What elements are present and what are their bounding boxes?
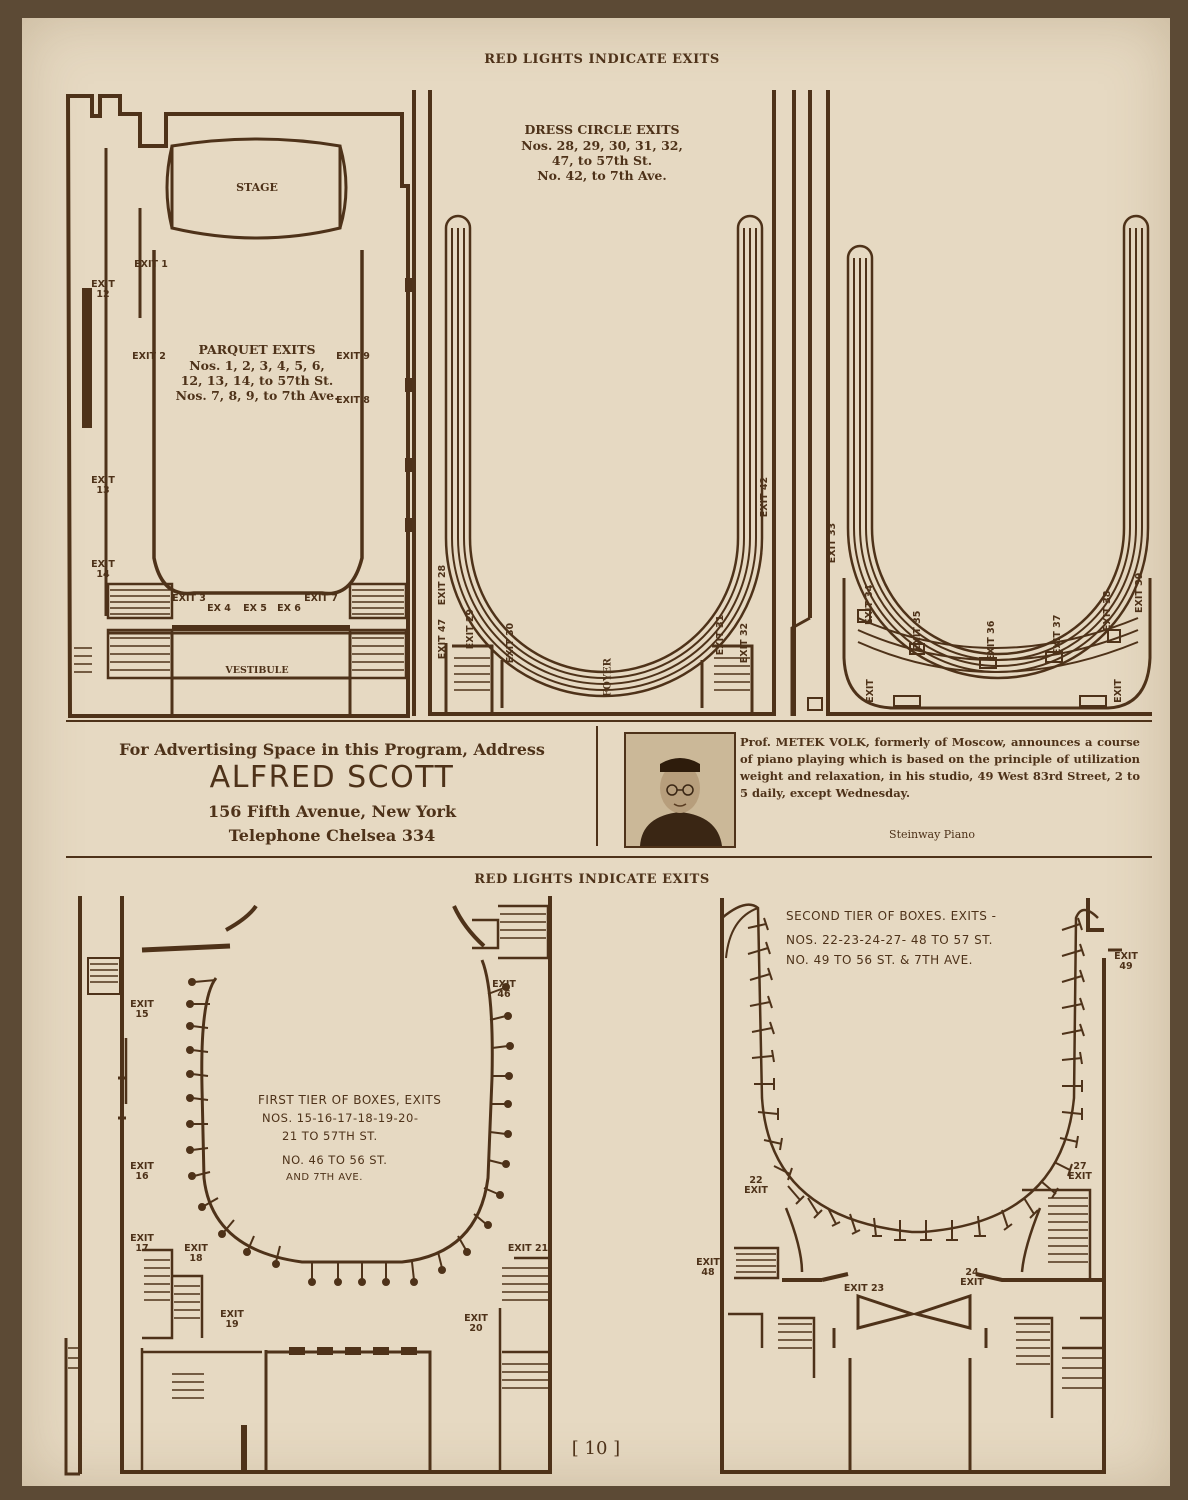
first-tier-exit-46: EXIT 46 — [492, 979, 516, 1000]
volk-ad-text: Prof. METEK VOLK, formerly of Moscow, an… — [740, 735, 1140, 800]
advertising-line1: For Advertising Space in this Program, A… — [119, 740, 545, 759]
second-tier-exit-24: 24 EXIT — [960, 1267, 984, 1288]
dress-circle-line1: Nos. 28, 29, 30, 31, 32, — [521, 138, 683, 153]
first-tier-exit-19: EXIT 19 — [220, 1309, 244, 1330]
dress-circle-line2: 47, to 57th St. — [551, 153, 653, 168]
second-tier-line3: NO. 49 TO 56 ST. & 7TH AVE. — [786, 953, 973, 967]
advertising-name: ALFRED SCOTT — [209, 760, 455, 795]
first-tier-floor-plan — [64, 896, 552, 1476]
first-tier-line3: 21 TO 57TH ST. — [282, 1129, 378, 1143]
balcony-floor-plan — [790, 90, 1152, 716]
second-tier-line1: SECOND TIER OF BOXES. EXITS - — [786, 909, 997, 923]
first-tier-exit-18: EXIT 18 — [184, 1243, 208, 1264]
first-tier-exit-20: EXIT 20 — [464, 1313, 488, 1334]
parquet-exit-7: EXIT 7 — [304, 593, 338, 604]
parquet-exit-8: EXIT 8 — [336, 395, 370, 406]
stage-label: STAGE — [236, 181, 278, 194]
parquet-exit-14: EXIT 14 — [91, 559, 115, 580]
advertising-phone: Telephone Chelsea 334 — [228, 826, 436, 845]
top-rule — [66, 720, 1152, 722]
volk-portrait — [624, 732, 736, 848]
first-tier-line5: AND 7TH AVE. — [286, 1172, 363, 1183]
dress-circle-floor-plan — [412, 90, 776, 716]
first-tier-line4: NO. 46 TO 56 ST. — [282, 1153, 388, 1167]
bottom-rule — [66, 856, 1152, 858]
second-tier-exit-49: EXIT 49 — [1114, 951, 1138, 972]
dress-circle-line3: No. 42, to 7th Ave. — [537, 168, 667, 183]
parquet-exit-3: EXIT 3 — [172, 593, 206, 604]
parquet-exit-2: EXIT 2 — [132, 351, 166, 362]
second-tier-exit-23: EXIT 23 — [843, 1283, 885, 1294]
volk-ad-piano: Steinway Piano — [889, 828, 975, 841]
dress-circle-title: DRESS CIRCLE EXITS — [524, 122, 680, 137]
first-tier-exit-16: EXIT 16 — [130, 1161, 154, 1182]
second-tier-exit-48: EXIT 48 — [696, 1257, 720, 1278]
parquet-exit-12: EXIT 12 — [91, 279, 115, 300]
parquet-exit-9: EXIT 9 — [336, 351, 370, 362]
ad-divider — [596, 726, 598, 846]
parquet-exit-5: EX 5 — [243, 603, 267, 614]
first-tier-exit-21: EXIT 21 — [507, 1243, 549, 1254]
advertising-address: 156 Fifth Avenue, New York — [207, 802, 457, 821]
parquet-exit-6: EX 6 — [277, 603, 301, 614]
first-tier-exit-17: EXIT 17 — [130, 1233, 154, 1254]
parquet-exit-4: EX 4 — [207, 603, 231, 614]
program-page: RED LIGHTS INDICATE EXITS — [22, 18, 1170, 1486]
first-tier-line2: NOS. 15-16-17-18-19-20- — [262, 1111, 419, 1125]
parquet-exits-line2: 12, 13, 14, to 57th St. — [180, 373, 334, 388]
page-number: [ 10 ] — [571, 1438, 621, 1459]
parquet-floor-plan — [65, 94, 413, 718]
second-tier-exit-27: 27 EXIT — [1068, 1161, 1092, 1182]
parquet-exits-title: PARQUET EXITS — [198, 342, 316, 357]
parquet-exits-line3: Nos. 7, 8, 9, to 7th Ave. — [175, 388, 339, 403]
top-heading: RED LIGHTS INDICATE EXITS — [484, 52, 720, 67]
parquet-exits-line1: Nos. 1, 2, 3, 4, 5, 6, — [189, 358, 325, 373]
parquet-exit-1: EXIT 1 — [134, 259, 168, 270]
second-tier-line2: NOS. 22-23-24-27- 48 TO 57 ST. — [786, 933, 993, 947]
vestibule-label: VESTIBULE — [225, 665, 289, 676]
bottom-heading: RED LIGHTS INDICATE EXITS — [474, 872, 710, 887]
first-tier-exit-15: EXIT 15 — [130, 999, 154, 1020]
first-tier-line1: FIRST TIER OF BOXES, EXITS — [258, 1093, 442, 1107]
second-tier-exit-22: 22 EXIT — [744, 1175, 768, 1196]
second-tier-floor-plan — [720, 898, 1122, 1474]
parquet-exit-13: EXIT 13 — [91, 475, 115, 496]
